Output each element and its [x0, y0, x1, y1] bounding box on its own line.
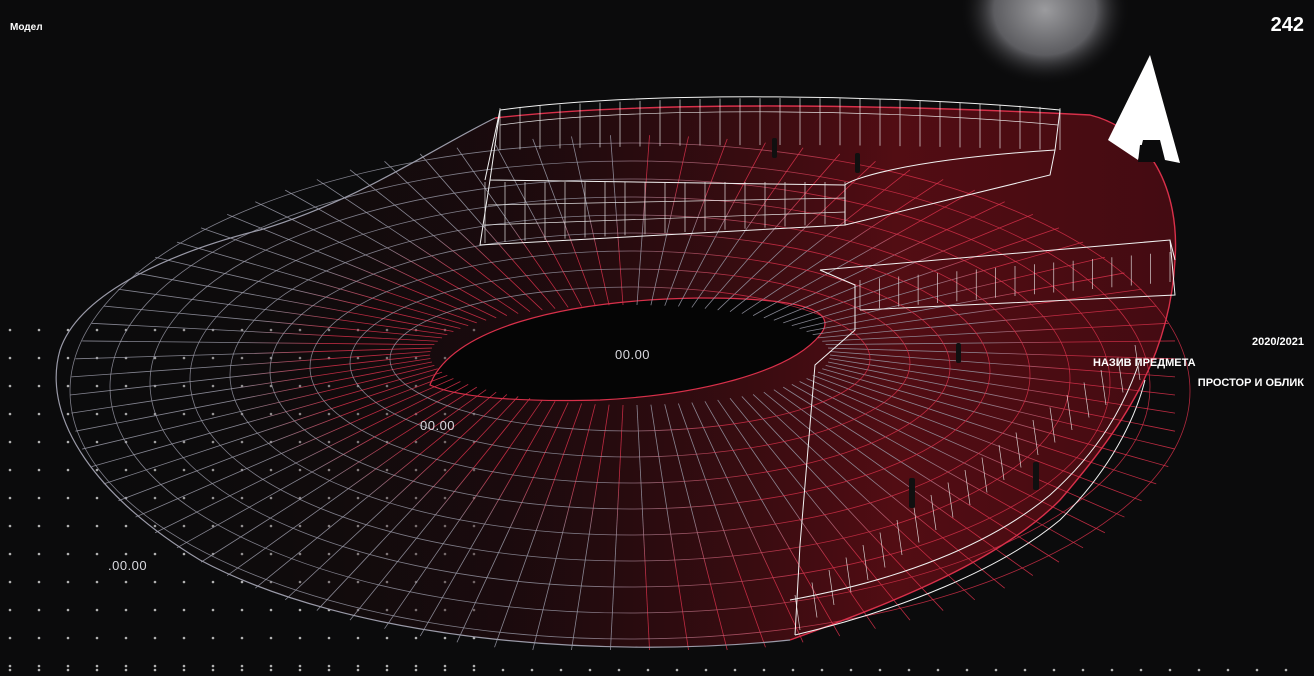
level-label-left: .00.00: [108, 558, 148, 573]
railing-grid: [483, 98, 1061, 243]
level-label-center: 00.00: [615, 347, 651, 362]
outer-rim-left: [55, 117, 791, 648]
section-title: Модел: [10, 22, 43, 33]
north-arrow-icon: [1108, 55, 1180, 163]
radial-wireframe: [69, 135, 1176, 651]
lower-railing-grid: [794, 252, 1171, 631]
lower-railing: [789, 239, 1176, 636]
human-figures: [772, 138, 1039, 508]
level-label-middle: 00.00: [420, 418, 456, 433]
page-number: 242: [1270, 14, 1304, 36]
subject-name: ПРОСТОР И ОБЛИК: [1197, 377, 1304, 389]
concentric-wireframe: [69, 142, 1191, 640]
academic-year: 2020/2021: [1252, 336, 1304, 348]
central-opening: [429, 297, 826, 402]
subject-label: НАЗИВ ПРЕДМЕТА: [1093, 357, 1196, 369]
moon-image: [960, 0, 1130, 85]
outer-rim: [494, 105, 1177, 641]
north-arrow-notch: [1138, 145, 1162, 162]
